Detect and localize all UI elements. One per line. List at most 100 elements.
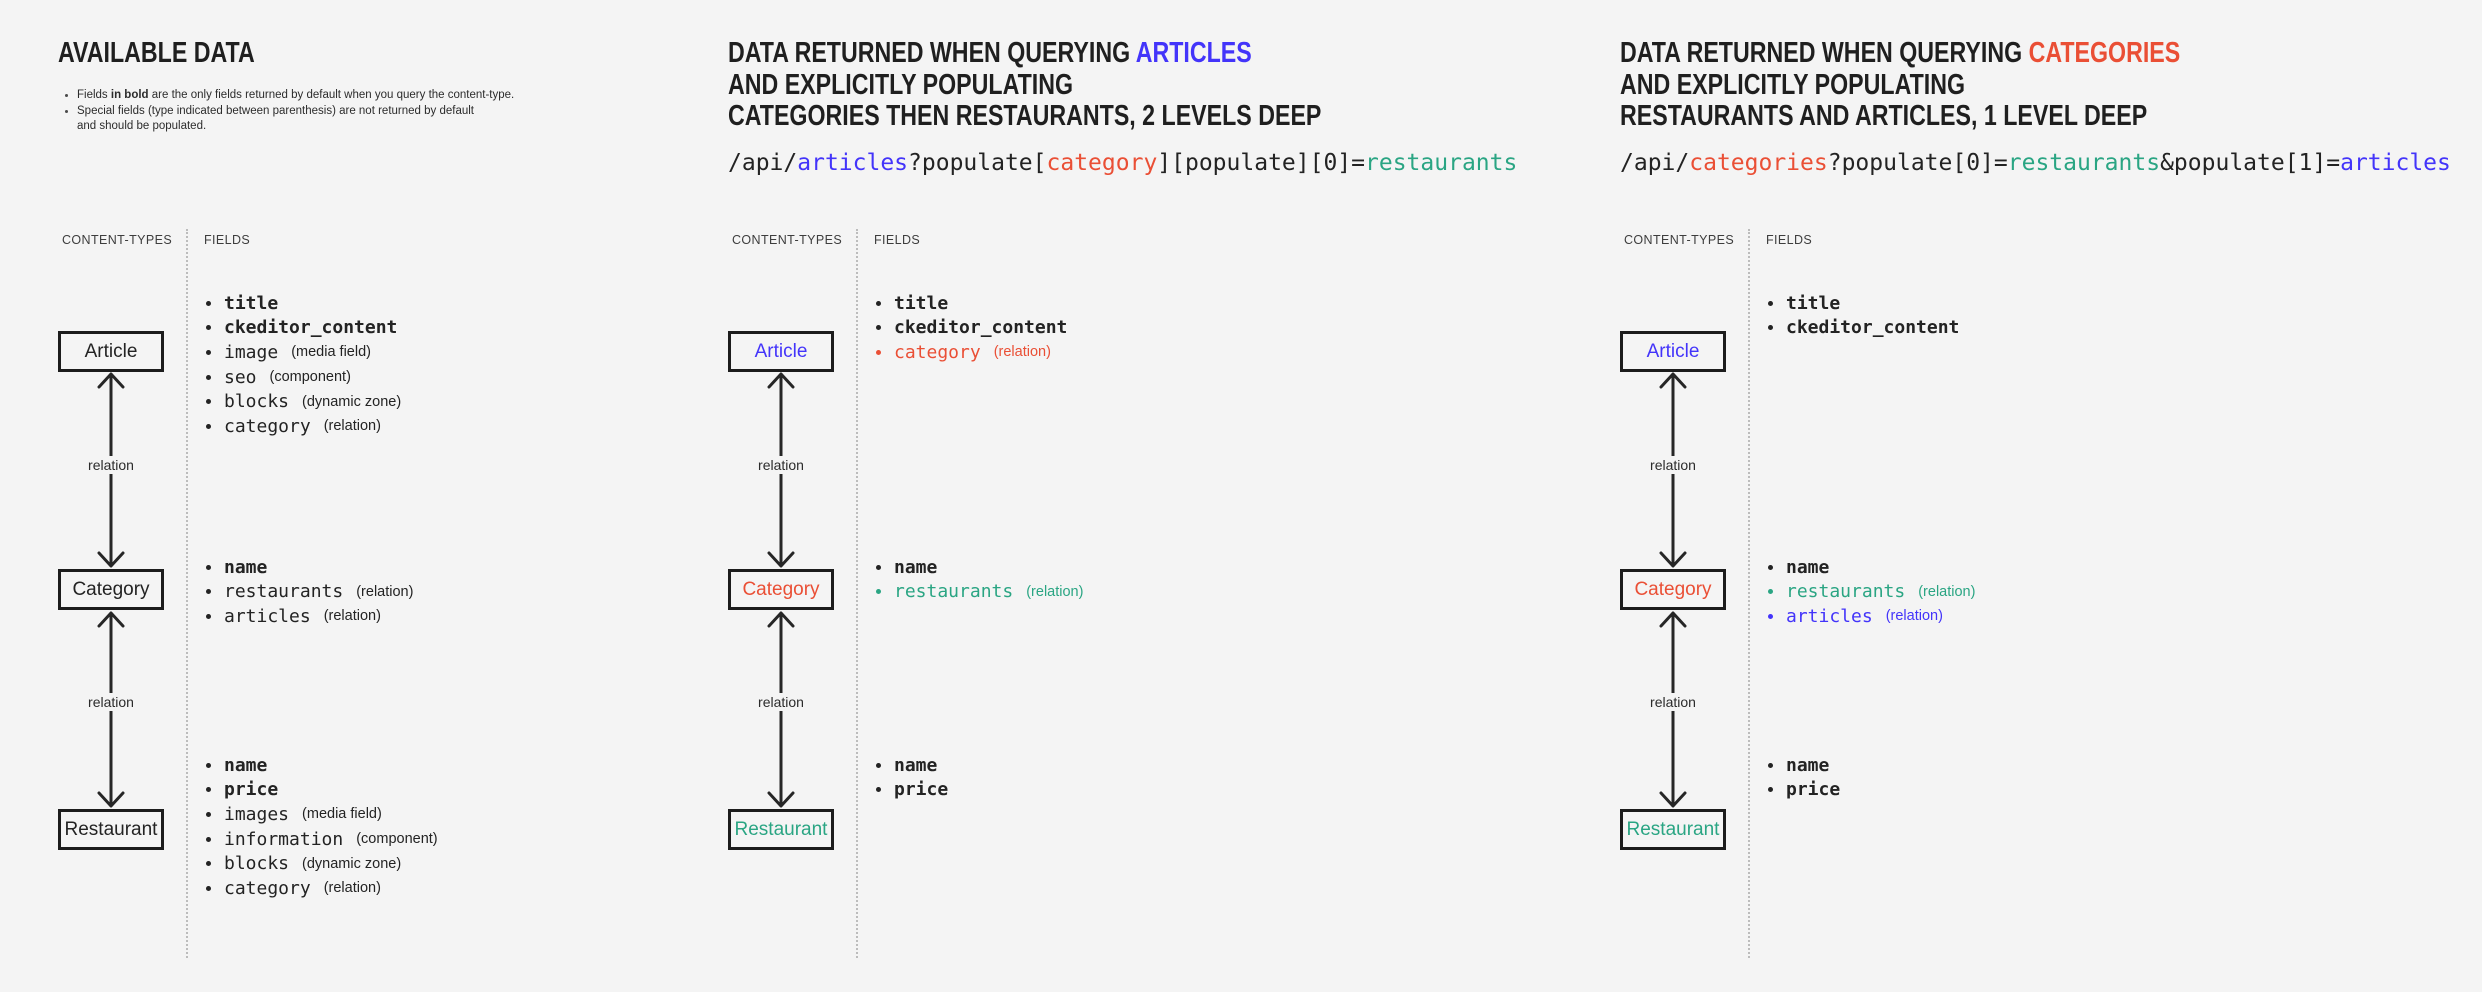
field-item: category (relation): [876, 340, 1067, 365]
field-name: ckeditor_content: [224, 317, 398, 339]
box-label: Restaurant: [64, 818, 158, 840]
field-type: (media field): [291, 344, 371, 361]
bullet-dot-icon: [1768, 300, 1773, 306]
column-divider: [856, 229, 858, 958]
field-name: price: [224, 779, 279, 801]
panel-title: AVAILABLE DATA: [58, 37, 255, 70]
note-item: Fields in bold are the only fields retur…: [63, 88, 603, 104]
field-item: price: [206, 778, 438, 803]
panel-title: DATA RETURNED WHEN QUERYING CATEGORIES A…: [1620, 37, 2181, 133]
field-item: name: [876, 753, 948, 778]
url-segment: ][populate][0]=: [1157, 150, 1366, 176]
field-item: price: [876, 778, 948, 803]
field-name: category: [224, 415, 311, 437]
bullet-dot-icon: [206, 787, 211, 793]
field-name: category: [894, 341, 981, 363]
field-type: (relation): [323, 608, 381, 625]
field-name: title: [894, 292, 949, 314]
bullet-dot-icon: [206, 374, 211, 380]
relation-label: relation: [1644, 693, 1702, 711]
note-text: Special fields (type indicated between p…: [77, 104, 474, 133]
content-type-box-restaurant: Restaurant: [1620, 809, 1726, 850]
bullet-dot-icon: [876, 300, 881, 306]
field-name: category: [224, 877, 311, 899]
bullet-dot-icon: [1768, 325, 1773, 331]
relation-label: relation: [752, 693, 810, 711]
column-divider: [186, 229, 188, 958]
bullet-dot-icon: [876, 762, 881, 768]
field-item: seo(component): [206, 365, 401, 390]
panel-query-categories: DATA RETURNED WHEN QUERYING CATEGORIES A…: [1620, 0, 2480, 992]
field-name: articles: [1786, 605, 1873, 627]
bullet-dot-icon: [206, 423, 211, 429]
field-item: ckeditor_content: [1768, 316, 1959, 341]
box-label: Article: [754, 340, 808, 362]
field-type: (dynamic zone): [302, 393, 402, 410]
field-type: (component): [269, 369, 351, 386]
article-fields-list: title ckeditor_content image(media field…: [206, 291, 401, 439]
box-label: Restaurant: [734, 818, 828, 840]
field-item: category(relation): [206, 414, 401, 439]
field-name: information: [224, 828, 344, 850]
bullet-dot-icon: [1768, 762, 1773, 768]
bullet-dot-icon: [876, 349, 881, 355]
field-type: (component): [356, 831, 438, 848]
field-item: name: [206, 753, 438, 778]
field-item: articles (relation): [1768, 604, 1975, 629]
bullet-dot-icon: [65, 94, 68, 97]
field-item: name: [1768, 555, 1975, 580]
restaurant-fields-list: name price: [1768, 753, 1840, 802]
box-label: Restaurant: [1626, 818, 1720, 840]
field-item: restaurants(relation): [1768, 580, 1975, 605]
field-item: title: [1768, 291, 1959, 316]
title-highlight: ARTICLES: [1135, 37, 1252, 69]
field-type: (relation): [323, 880, 381, 897]
box-label: Category: [1634, 578, 1712, 600]
restaurant-fields-list: name price images(media field) informati…: [206, 753, 438, 901]
url-segment: categories: [1689, 150, 1828, 176]
field-type: (relation): [1026, 583, 1084, 600]
url-segment: ?populate[0]=: [1827, 150, 2008, 176]
bullet-dot-icon: [206, 861, 211, 867]
field-item: ckeditor_content: [206, 316, 401, 341]
bullet-dot-icon: [206, 300, 211, 306]
bullet-dot-icon: [1768, 613, 1773, 619]
field-name: name: [1786, 556, 1830, 578]
title-line: AVAILABLE DATA: [58, 37, 255, 69]
panel-available-data: AVAILABLE DATA Fields in bold are the on…: [58, 0, 678, 992]
field-name: name: [894, 556, 938, 578]
relation-label: relation: [1644, 456, 1702, 474]
content-type-box-category: Category: [58, 569, 164, 610]
field-name: name: [224, 556, 268, 578]
bullet-dot-icon: [206, 349, 211, 355]
panel-title: DATA RETURNED WHEN QUERYING ARTICLES AND…: [728, 37, 1321, 133]
field-item: restaurants(relation): [206, 580, 413, 605]
fields-label: FIELDS: [874, 233, 921, 247]
field-type: (relation): [1885, 608, 1943, 625]
field-name: restaurants: [224, 581, 344, 603]
bullet-dot-icon: [206, 762, 211, 768]
fields-label: FIELDS: [204, 233, 251, 247]
bullet-dot-icon: [1768, 564, 1773, 570]
url-segment: articles: [797, 150, 909, 176]
bullet-dot-icon: [876, 325, 881, 331]
relation-label: relation: [752, 456, 810, 474]
bullet-dot-icon: [876, 787, 881, 793]
bullet-dot-icon: [876, 589, 881, 595]
bullet-dot-icon: [65, 109, 68, 113]
field-name: name: [224, 754, 268, 776]
content-type-box-category: Category: [1620, 569, 1726, 610]
title-line: AND EXPLICITLY POPULATING: [728, 68, 1074, 101]
bullet-dot-icon: [876, 564, 881, 570]
notes: Fields in bold are the only fields retur…: [63, 88, 603, 135]
field-type: (relation): [993, 344, 1051, 361]
field-item: title: [206, 291, 401, 316]
field-item: images(media field): [206, 802, 438, 827]
bullet-dot-icon: [206, 564, 211, 570]
field-name: price: [894, 779, 949, 801]
title-line: DATA RETURNED WHEN QUERYING CATEGORIES: [1620, 37, 2181, 69]
bullet-dot-icon: [206, 325, 211, 331]
field-name: ckeditor_content: [1786, 317, 1960, 339]
url-segment: /api/: [728, 150, 798, 176]
